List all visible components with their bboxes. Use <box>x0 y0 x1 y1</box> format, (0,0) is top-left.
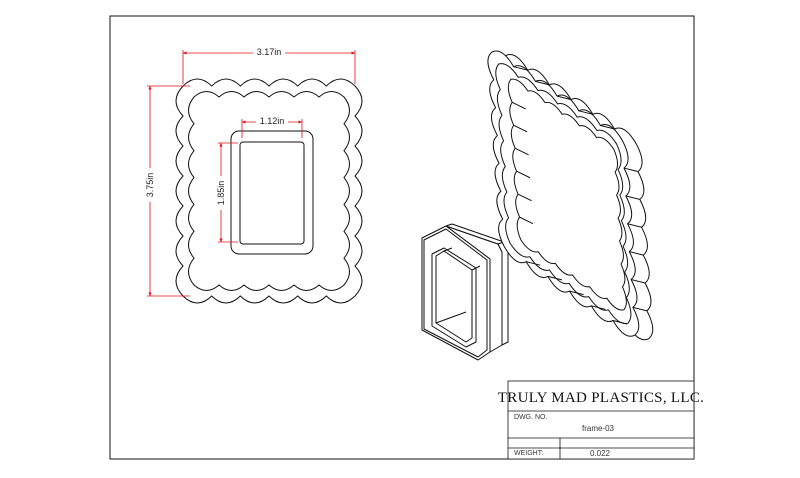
iso-inner-wall-line <box>514 147 529 156</box>
outer-height-label: 3.75in <box>145 173 155 198</box>
inner-height-label: 1.85in <box>216 181 226 206</box>
iso-depth-line <box>627 223 642 228</box>
iso-depth-line <box>631 279 646 284</box>
inner-cutter-inner <box>239 141 305 245</box>
top-view <box>175 78 363 304</box>
iso-depth-line <box>591 305 606 310</box>
iso-inner-wall-line <box>519 216 534 225</box>
sheet-border <box>109 15 695 460</box>
iso-depth-line <box>612 320 628 325</box>
iso-frame-depth-lines <box>511 66 648 325</box>
inner-cutter-outer <box>230 130 314 255</box>
dwg-no-value: frame-03 <box>582 424 615 433</box>
title-block <box>507 380 695 460</box>
iso-inner-wall-line <box>513 124 528 133</box>
weight-value: 0.022 <box>590 449 611 458</box>
dimension-labels: 3.17in 3.75in 1.12in 1.85in <box>144 46 288 210</box>
iso-rect-cutter <box>421 223 509 361</box>
iso-depth-line <box>513 66 528 71</box>
outer-frame-outline <box>175 78 363 304</box>
iso-depth-line <box>526 261 541 266</box>
iso-frame-opening <box>507 78 627 311</box>
iso-inner-wall-line <box>516 170 531 179</box>
iso-depth-line <box>556 95 572 101</box>
iso-depth-line <box>623 167 639 173</box>
iso-depth-line <box>600 125 615 130</box>
iso-depth-line <box>632 306 648 312</box>
outer-frame-inner-outline <box>188 91 350 291</box>
weight-label: WEIGHT: <box>514 450 543 457</box>
iso-depth-line <box>625 195 640 200</box>
iso-inner-wall-line <box>511 101 526 110</box>
iso-depth-line <box>547 275 563 281</box>
iso-depth-line <box>535 80 550 86</box>
inner-width-label: 1.12in <box>260 116 285 126</box>
iso-depth-line <box>629 251 644 256</box>
iso-depth-line <box>569 290 584 296</box>
outer-width-label: 3.17in <box>257 47 282 57</box>
company-name: TRULY MAD PLASTICS, LLC. <box>498 390 704 406</box>
dwg-no-label: DWG. NO. <box>514 414 547 421</box>
iso-depth-line <box>578 110 593 115</box>
iso-scallop-frame <box>487 50 654 341</box>
iso-inner-wall-line <box>517 193 532 202</box>
